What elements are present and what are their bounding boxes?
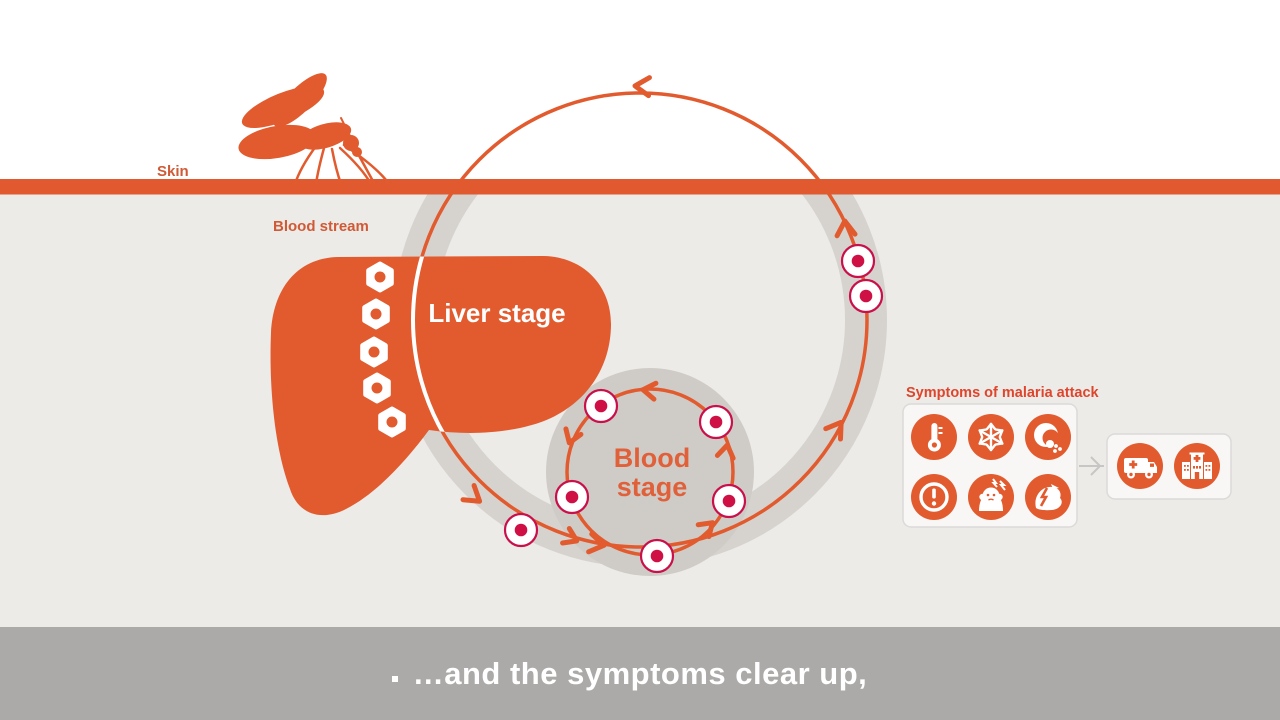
mosquito-leg (330, 147, 343, 186)
red-blood-cell (639, 538, 675, 574)
arrow-inner-top (640, 380, 659, 402)
caption-bar (0, 627, 1280, 720)
mosquito-wing (273, 73, 327, 127)
parasite-hexagon (363, 372, 391, 404)
parasite-hexagon (362, 298, 390, 330)
arrow-inner-right (714, 442, 736, 461)
arrow-bottom (586, 531, 607, 555)
arrow-inner-exit (695, 520, 715, 540)
ambulance-icon (1117, 443, 1163, 489)
red-blood-cells (503, 243, 884, 574)
arrow-bottom-left (460, 483, 483, 504)
blood-stream-label: Blood stream (273, 218, 369, 235)
caption-text: …and the symptoms clear up, (413, 656, 868, 691)
cycle-arrows (460, 75, 858, 555)
arrow-inner-left (563, 426, 584, 446)
blood-stage-label-line1: Blood (614, 443, 690, 473)
sweating-head-icon (1025, 414, 1071, 460)
mosquito-body (298, 122, 352, 150)
arrow-upper-right (834, 218, 858, 239)
liver-parasites (360, 261, 406, 438)
parasite-hexagon (360, 336, 388, 368)
fever-thermometer-icon (911, 414, 957, 460)
red-blood-cell (840, 243, 876, 279)
subtitle-artifact (392, 676, 398, 682)
mosquito-leg (314, 146, 326, 186)
red-blood-cell (848, 278, 884, 314)
cycle-path-through-liver (411, 256, 611, 516)
red-blood-cell (554, 479, 590, 515)
symptoms-panel-title: Symptoms of malaria attack (906, 385, 1100, 401)
liver-shape (270, 256, 611, 516)
mosquito-leg (342, 143, 391, 186)
liver-stage-label: Liver stage (428, 298, 565, 328)
red-blood-cell (698, 404, 734, 440)
parasite-hexagon (378, 406, 406, 438)
blood-stage-label-line2: stage (617, 472, 688, 502)
chills-snowflake-icon (968, 414, 1014, 460)
muscle-pain-arm-icon (1025, 474, 1071, 520)
parasite-hexagon (366, 261, 394, 293)
red-blood-cell (711, 483, 747, 519)
mosquito-legs (293, 117, 391, 186)
mosquito (238, 73, 391, 186)
skin-band (0, 179, 1280, 195)
arrow-top (632, 75, 652, 99)
mosquito-leg (293, 144, 318, 186)
panel-connector-arrow (1079, 456, 1104, 476)
hospital-icon (1174, 443, 1220, 489)
skin-label: Skin (157, 163, 189, 180)
red-blood-cell (503, 512, 539, 548)
headache-person-icon (968, 474, 1014, 520)
arrow-lower-right (823, 419, 844, 442)
arrow-inner-bottom (560, 526, 580, 546)
sky-background (0, 0, 1280, 194)
mosquito-leg (338, 146, 373, 186)
fatigue-exclamation-icon (911, 474, 957, 520)
mosquito-antenna (340, 117, 351, 137)
red-blood-cell (583, 388, 619, 424)
mosquito-wing (238, 124, 316, 160)
